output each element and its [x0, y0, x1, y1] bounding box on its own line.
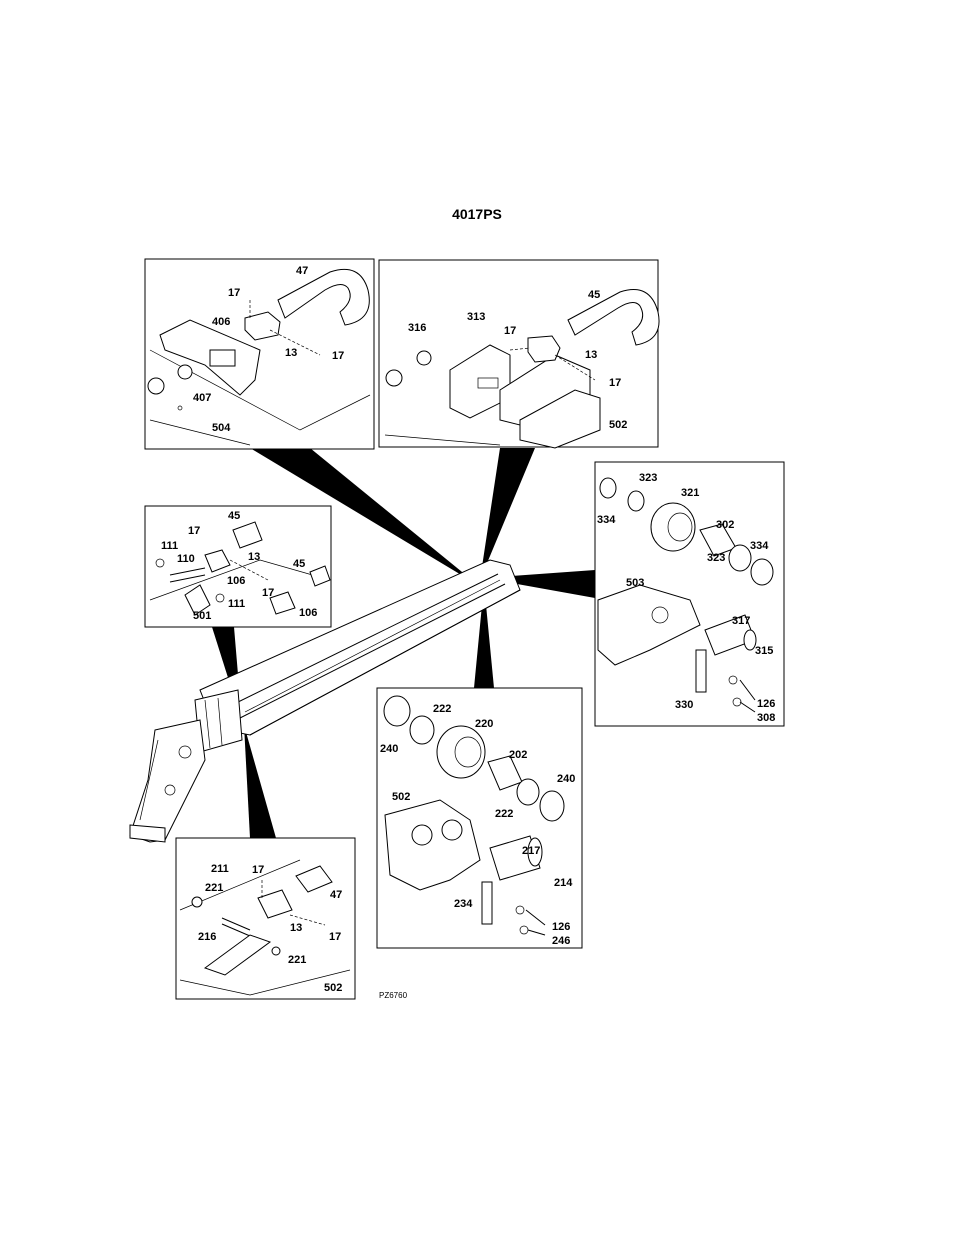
label-334: 334 [597, 514, 616, 526]
label-106: 106 [299, 607, 317, 619]
label-13: 13 [290, 922, 302, 934]
panel-top-right: 45 313 17 316 13 17 502 [379, 260, 659, 448]
label-334: 334 [750, 540, 769, 552]
label-17: 17 [252, 864, 264, 876]
label-106: 106 [227, 575, 245, 587]
label-504: 504 [212, 422, 231, 434]
label-240: 240 [557, 773, 575, 785]
label-45: 45 [293, 558, 305, 570]
label-47: 47 [296, 265, 308, 277]
callout-wedge-bottom [244, 725, 276, 838]
label-202: 202 [509, 749, 527, 761]
label-45: 45 [588, 289, 600, 301]
label-126: 126 [757, 698, 775, 710]
label-308: 308 [757, 712, 775, 724]
label-17: 17 [504, 325, 516, 337]
label-240: 240 [380, 743, 398, 755]
label-501: 501 [193, 610, 211, 622]
label-17: 17 [329, 931, 341, 943]
label-323: 323 [639, 472, 657, 484]
label-17: 17 [228, 287, 240, 299]
label-13: 13 [285, 347, 297, 359]
label-217: 217 [522, 845, 540, 857]
label-221: 221 [288, 954, 306, 966]
label-502: 502 [392, 791, 410, 803]
label-214: 214 [554, 877, 573, 889]
figure-code: PZ6760 [379, 991, 408, 1000]
label-234: 234 [454, 898, 473, 910]
label-222: 222 [495, 808, 513, 820]
label-111: 111 [161, 540, 178, 552]
panel-bottom: 211 17 221 47 216 13 17 221 502 [176, 838, 355, 999]
label-47: 47 [330, 889, 342, 901]
label-221: 221 [205, 882, 223, 894]
label-13: 13 [248, 551, 260, 563]
label-220: 220 [475, 718, 493, 730]
label-17: 17 [188, 525, 200, 537]
label-502: 502 [324, 982, 342, 994]
label-503: 503 [626, 577, 644, 589]
label-45: 45 [228, 510, 240, 522]
label-313: 313 [467, 311, 485, 323]
panel-left: 45 17 111 110 13 106 45 17 111 501 106 [145, 506, 331, 627]
label-323: 323 [707, 552, 725, 564]
label-406: 406 [212, 316, 230, 328]
label-407: 407 [193, 392, 211, 404]
label-315: 315 [755, 645, 773, 657]
label-316: 316 [408, 322, 426, 334]
label-302: 302 [716, 519, 734, 531]
label-13: 13 [585, 349, 597, 361]
label-211: 211 [211, 863, 229, 875]
label-17: 17 [332, 350, 344, 362]
label-17: 17 [262, 587, 274, 599]
label-111: 111 [228, 598, 245, 610]
callout-wedge-top-right [480, 448, 535, 580]
panel-center: 222 220 240 202 240 502 222 217 214 234 … [377, 688, 582, 948]
label-110: 110 [177, 553, 195, 565]
label-330: 330 [675, 699, 693, 711]
label-222: 222 [433, 703, 451, 715]
label-216: 216 [198, 931, 216, 943]
label-246: 246 [552, 935, 570, 947]
panel-right: 323 321 334 302 334 323 503 317 315 330 … [595, 462, 784, 726]
label-17: 17 [609, 377, 621, 389]
panel-top-left: 47 17 406 13 17 407 504 [145, 259, 374, 449]
label-317: 317 [732, 615, 750, 627]
label-126: 126 [552, 921, 570, 933]
label-321: 321 [681, 487, 699, 499]
label-502: 502 [609, 419, 627, 431]
